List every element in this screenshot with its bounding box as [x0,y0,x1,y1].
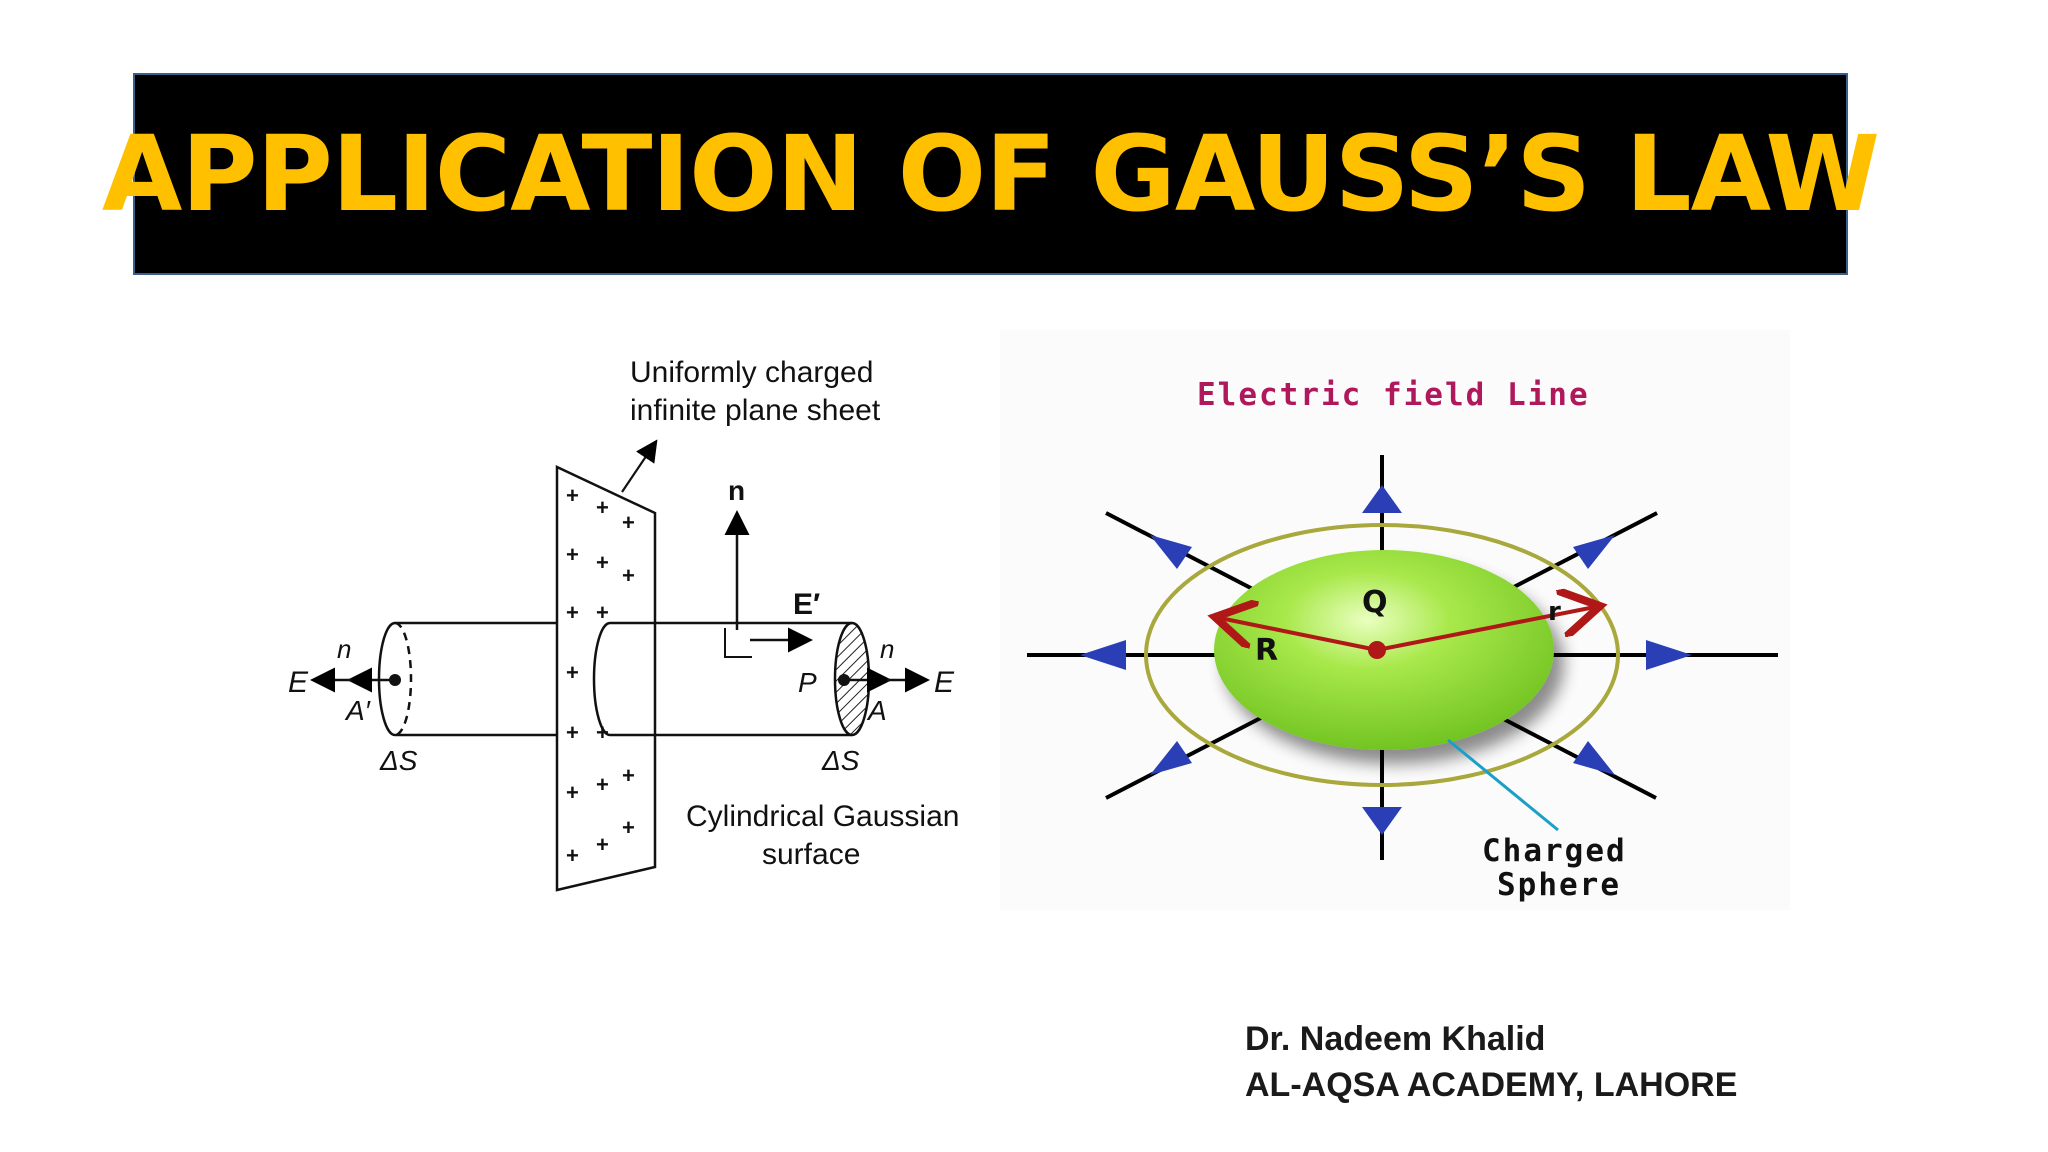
plus-sign: + [596,495,609,520]
plus-sign: + [596,720,609,745]
arrowhead-right [1646,640,1692,670]
sphere-center [1368,641,1386,659]
arrowhead-upper-left [1150,535,1192,569]
arrowhead-lower-right [1573,741,1615,775]
gaussian-ring [1144,523,1620,787]
plus-sign: + [596,832,609,857]
slide-title: APPLICATION OF GAUSS’S LAW [101,113,1880,235]
sheet-pointer-arrow [621,439,658,493]
plus-sign: + [622,763,635,788]
plus-sign: + [566,720,579,745]
arrowhead-left [1080,640,1126,670]
plus-sign: + [596,772,609,797]
title-banner: APPLICATION OF GAUSS’S LAW [102,73,1880,275]
charged-sphere-label: Charged [1482,833,1627,869]
delta-s-left: ΔS [379,745,418,776]
surface-label: surface [762,838,860,871]
author-institution: AL-AQSA ACADEMY, LAHORE [1245,1066,1738,1104]
sheet-label: Uniformly charged [630,356,873,389]
e-prime-label: E′ [793,588,820,621]
sheet-charges: + + + + + + + + + + + + + + + + + [566,483,635,868]
field-arrowheads [1080,485,1692,835]
plus-sign: + [622,563,635,588]
field-line-title: Electric field Line [1197,377,1590,413]
p-label: P [798,667,817,698]
n-right-label: n [880,634,894,664]
arrowhead-lower-left [1150,741,1192,775]
radius-r-arrow [1215,617,1378,652]
arrowhead-upper-right [1573,535,1615,569]
left-cylinder [377,621,560,737]
plus-sign: + [596,600,609,625]
author-block: Dr. Nadeem Khalid AL-AQSA ACADEMY, LAHOR… [1245,1016,1737,1108]
e-left-label: E [288,666,309,699]
arrowhead-up [1362,485,1402,513]
e-right-label: E [934,666,955,699]
surface-label: Cylindrical Gaussian [686,800,959,833]
author-name: Dr. Nadeem Khalid [1245,1020,1546,1058]
plus-sign: + [622,510,635,535]
plane-sheet-diagram: + + + + + + + + + + + + + + + + + Unifor… [288,356,959,892]
delta-s-right: ΔS [821,745,860,776]
charge-q-label: Q [1362,585,1388,620]
n-left-label: n [337,634,351,664]
plus-sign: + [566,843,579,868]
sphere-pointer-line [1447,738,1559,832]
sheet-label: infinite plane sheet [630,394,881,427]
radius-r-label: R [1255,633,1278,668]
a-label: A [866,695,887,726]
plus-sign: + [566,600,579,625]
point-a-prime [389,674,401,686]
normal-label: n [728,475,745,506]
plus-sign: + [566,660,579,685]
radius-small-r-arrow [1376,606,1600,652]
charged-sphere-label: Sphere [1497,867,1621,903]
plus-sign: + [596,550,609,575]
plus-sign: + [566,780,579,805]
a-prime-label: A′ [344,695,372,726]
point-p [838,674,850,686]
arrowhead-down [1362,807,1402,835]
plus-sign: + [622,815,635,840]
plus-sign: + [566,483,579,508]
plus-sign: + [566,542,579,567]
radius-small-r-label: r [1548,597,1561,627]
charged-sphere-diagram: Electric field Line Q R r Charged Sphere [1000,330,1790,910]
